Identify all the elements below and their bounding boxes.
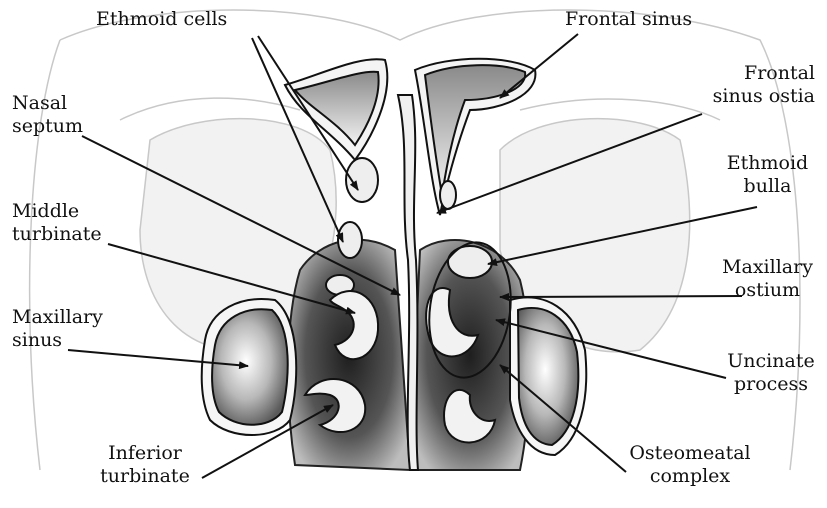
label-frontal-sinus: Frontal sinus (565, 8, 692, 31)
label-ethmoid-bulla: Ethmoid bulla (720, 152, 815, 198)
label-uncinate-process-line2: process (722, 373, 820, 396)
label-nasal-septum-line1: Nasal (12, 92, 83, 115)
label-maxillary-sinus-line2: sinus (12, 329, 103, 352)
label-nasal-septum-line2: septum (12, 115, 83, 138)
label-maxillary-sinus-line1: Maxillary (12, 306, 103, 329)
label-frontal-sinus-ostia-line1: Frontal (680, 62, 815, 85)
label-middle-turbinate-line2: turbinate (12, 223, 102, 246)
label-ethmoid-bulla-line2: bulla (720, 175, 815, 198)
label-osteomeatal-complex-line2: complex (620, 465, 760, 488)
label-inferior-turbinate-line2: turbinate (90, 465, 200, 488)
label-frontal-sinus-ostia-line2: sinus ostia (680, 85, 815, 108)
label-frontal-sinus-ostia: Frontal sinus ostia (680, 62, 815, 108)
label-nasal-septum: Nasal septum (12, 92, 83, 138)
label-ethmoid-bulla-line1: Ethmoid (720, 152, 815, 175)
label-inferior-turbinate: Inferior turbinate (90, 442, 200, 488)
label-maxillary-ostium: Maxillary ostium (715, 256, 820, 302)
label-maxillary-sinus: Maxillary sinus (12, 306, 103, 352)
label-middle-turbinate: Middle turbinate (12, 200, 102, 246)
label-maxillary-ostium-line1: Maxillary (715, 256, 820, 279)
arrow-maxillary-ostium (500, 296, 742, 297)
label-middle-turbinate-line1: Middle (12, 200, 102, 223)
label-uncinate-process: Uncinate process (722, 350, 820, 396)
label-inferior-turbinate-line1: Inferior (90, 442, 200, 465)
label-osteomeatal-complex: Osteomeatal complex (620, 442, 760, 488)
label-ethmoid-cells: Ethmoid cells (96, 8, 227, 31)
label-uncinate-process-line1: Uncinate (722, 350, 820, 373)
label-osteomeatal-complex-line1: Osteomeatal (620, 442, 760, 465)
label-maxillary-ostium-line2: ostium (715, 279, 820, 302)
